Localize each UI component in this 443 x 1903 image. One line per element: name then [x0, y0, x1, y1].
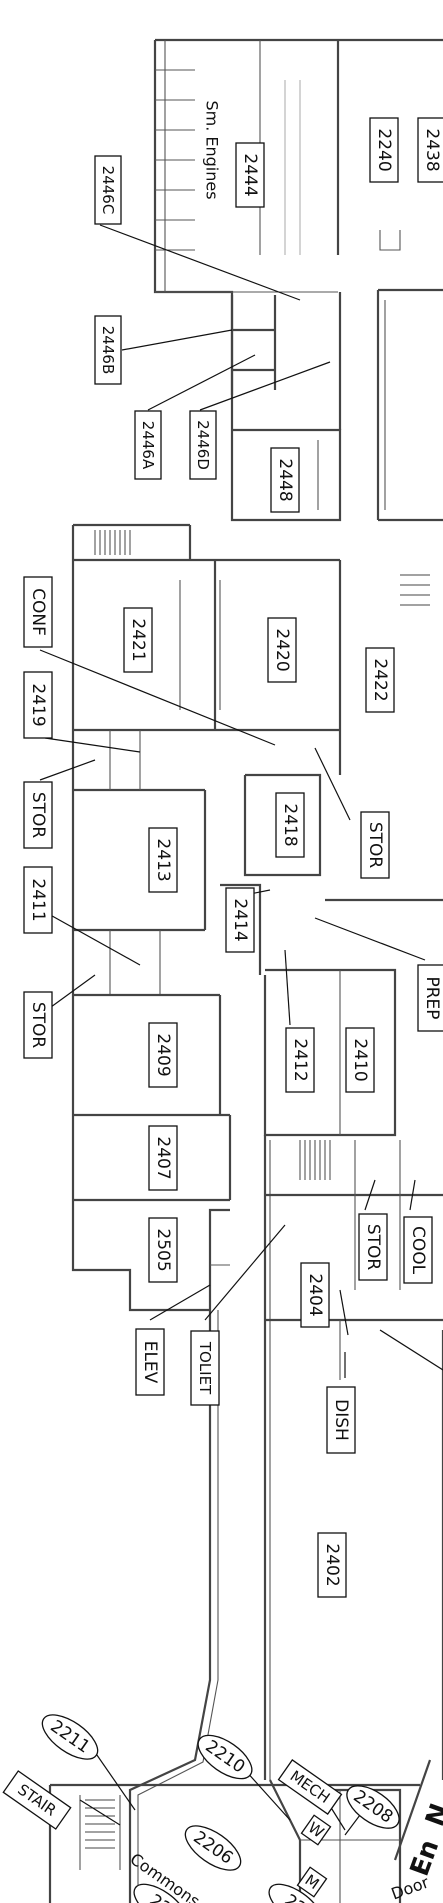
room-label-2412-text: 2412 — [290, 1038, 310, 1081]
room-label-2422-text: 2422 — [370, 658, 390, 701]
room-label-2418[interactable]: 2418 — [275, 792, 305, 858]
room-label-2402[interactable]: 2402 — [317, 1532, 347, 1598]
room-label-cool[interactable]: COOL — [403, 1216, 433, 1284]
room-label-stor-2-text: STOR — [365, 822, 385, 869]
room-label-stor-3[interactable]: STOR — [23, 991, 53, 1059]
room-label-2505[interactable]: 2505 — [148, 1217, 178, 1283]
room-label-2414[interactable]: 2414 — [225, 887, 255, 953]
leader-lines — [39, 224, 443, 1836]
room-label-2414-text: 2414 — [230, 898, 250, 941]
room-label-2210[interactable]: 2210 — [191, 1727, 259, 1787]
room-label-2419[interactable]: 2419 — [23, 671, 53, 739]
room-label-22-partial-2[interactable]: 22 — [262, 1876, 327, 1903]
room-label-conf[interactable]: CONF — [23, 576, 53, 648]
room-label-2446c[interactable]: 2446C — [94, 155, 122, 225]
room-label-2411[interactable]: 2411 — [23, 866, 53, 934]
room-label-w[interactable]: W — [300, 1814, 332, 1846]
room-label-2438-text: 2438 — [422, 128, 442, 171]
room-label-sm-engines-text: Sm. Engines — [203, 100, 222, 199]
room-label-sm-engines: Sm. Engines — [203, 100, 222, 199]
room-label-prep-text: PREP — [422, 976, 442, 1019]
room-label-2404[interactable]: 2404 — [300, 1262, 330, 1328]
room-label-2446a-text: 2446A — [139, 421, 157, 470]
area-label-big-n-text: N — [420, 1800, 443, 1831]
room-label-toilet[interactable]: TOLIET — [190, 1330, 220, 1406]
room-label-2446b-text: 2446B — [99, 326, 117, 374]
room-label-dish[interactable]: DISH — [326, 1386, 356, 1454]
room-label-2402-text: 2402 — [322, 1543, 342, 1586]
room-label-2446c-text: 2446C — [99, 166, 117, 215]
room-label-prep[interactable]: PREP — [417, 964, 443, 1032]
room-label-2446d[interactable]: 2446D — [189, 410, 217, 480]
room-label-2409-text: 2409 — [153, 1033, 173, 1076]
room-label-2446b[interactable]: 2446B — [94, 315, 122, 385]
room-label-2418-text: 2418 — [280, 803, 300, 846]
room-label-stor-1-text: STOR — [28, 792, 48, 839]
stairs — [85, 530, 430, 1849]
room-label-2420[interactable]: 2420 — [267, 617, 297, 683]
room-label-2409[interactable]: 2409 — [148, 1022, 178, 1088]
building-walls — [48, 38, 443, 1903]
room-label-2446a[interactable]: 2446A — [134, 410, 162, 480]
room-label-2419-text: 2419 — [28, 683, 48, 726]
room-label-2413-text: 2413 — [153, 838, 173, 881]
room-label-dish-text: DISH — [331, 1399, 351, 1441]
room-label-2410[interactable]: 2410 — [345, 1027, 375, 1093]
room-label-2211[interactable]: 2211 — [35, 1706, 105, 1767]
room-label-m[interactable]: M — [296, 1866, 328, 1898]
room-label-22-partial[interactable]: 22 — [127, 1876, 192, 1903]
room-labels: 2446C 2446B 2446A 2446D 2444 Sm. Engines — [2, 100, 443, 1903]
room-label-2240-text: 2240 — [374, 128, 394, 171]
room-label-2407[interactable]: 2407 — [148, 1125, 178, 1191]
room-label-stair[interactable]: STAIR — [2, 1770, 72, 1830]
room-label-toilet-text: TOLIET — [196, 1341, 214, 1395]
room-label-elev-text: ELEV — [140, 1341, 160, 1384]
room-label-2410-text: 2410 — [350, 1038, 370, 1081]
room-label-2422[interactable]: 2422 — [365, 647, 395, 713]
room-label-2407-text: 2407 — [153, 1136, 173, 1179]
room-label-cool-text: COOL — [408, 1226, 428, 1275]
room-label-elev[interactable]: ELEV — [135, 1328, 165, 1396]
room-label-2421-text: 2421 — [128, 618, 148, 661]
room-label-2206[interactable]: 2206 — [178, 1817, 248, 1878]
room-label-2448[interactable]: 2448 — [270, 447, 300, 513]
area-label-big-n: N — [420, 1800, 443, 1831]
room-label-2444[interactable]: 2444 — [235, 142, 265, 208]
room-label-2413[interactable]: 2413 — [148, 827, 178, 893]
area-label-big-en: En — [405, 1836, 443, 1880]
room-label-2444-text: 2444 — [240, 153, 260, 196]
area-label-big-en-text: En — [405, 1836, 443, 1880]
room-label-2438[interactable]: 2438 — [417, 117, 443, 183]
room-label-stor-3-text: STOR — [28, 1002, 48, 1049]
room-label-conf-text: CONF — [28, 588, 48, 636]
room-label-2412[interactable]: 2412 — [285, 1027, 315, 1093]
room-label-stor-1[interactable]: STOR — [23, 781, 53, 849]
room-label-2404-text: 2404 — [305, 1273, 325, 1316]
room-label-stor-2[interactable]: STOR — [360, 811, 390, 879]
room-label-stor-4[interactable]: STOR — [358, 1213, 388, 1281]
room-label-2421[interactable]: 2421 — [123, 607, 153, 673]
room-label-stor-4-text: STOR — [363, 1224, 383, 1271]
room-label-2240[interactable]: 2240 — [369, 117, 399, 183]
room-label-2448-text: 2448 — [275, 458, 295, 501]
room-label-2505-text: 2505 — [153, 1228, 173, 1271]
room-label-2411-text: 2411 — [28, 878, 48, 921]
room-label-2446d-text: 2446D — [194, 420, 212, 470]
room-label-2420-text: 2420 — [272, 628, 292, 671]
room-label-mech[interactable]: MECH — [277, 1759, 343, 1815]
